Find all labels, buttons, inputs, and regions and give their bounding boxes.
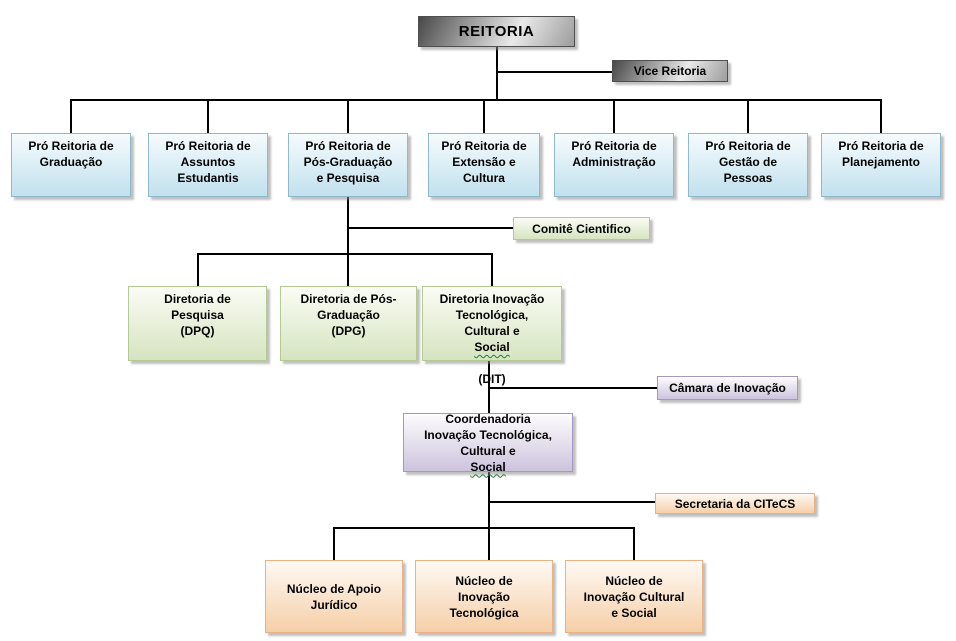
node-camara-inovacao: Câmara de Inovação: [657, 376, 798, 400]
connector-bus-pro-reitorias: [70, 99, 882, 101]
node-diretoria-pesquisa-dpq: Diretoria de Pesquisa (DPQ): [128, 286, 267, 361]
node-coordenadoria-citecs: Coordenadoria Inovação Tecnológica, Cult…: [403, 412, 573, 474]
node-secretaria-citecs: Secretaria da CITeCS: [655, 493, 815, 514]
connector-bus-nucleos: [333, 527, 635, 529]
node-diretoria-pos-graduacao-dpg: Diretoria de Pós- Graduação (DPG): [280, 286, 417, 361]
connector-coordenadoria-down: [488, 472, 490, 560]
node-pro-reitoria-graduacao: Pró Reitoria de Graduação: [11, 133, 131, 197]
node-pro-reitoria-extensao-cultura: Pró Reitoria de Extensão e Cultura: [428, 133, 540, 197]
connector-tick-planejamento: [880, 99, 882, 133]
connector-camara: [489, 387, 657, 389]
connector-tick-dpq: [197, 253, 199, 286]
node-pro-reitoria-administracao: Pró Reitoria de Administração: [554, 133, 674, 197]
node-pro-reitoria-assuntos-estudantis: Pró Reitoria de Assuntos Estudantis: [148, 133, 268, 197]
connector-pos-graduacao-down: [347, 197, 349, 286]
connector-tick-graduacao: [70, 99, 72, 133]
node-nucleo-inovacao-tecnologica: Núcleo de Inovação Tecnológica: [415, 560, 553, 633]
connector-tick-gestao: [747, 99, 749, 133]
connector-tick-pos-graduacao: [347, 99, 349, 133]
connector-tick-assuntos: [207, 99, 209, 133]
connector-tick-dit: [491, 253, 493, 286]
node-pro-reitoria-planejamento: Pró Reitoria de Planejamento: [821, 133, 941, 197]
node-vice-reitoria: Vice Reitoria: [612, 60, 728, 82]
connector-reitoria-down: [496, 47, 498, 100]
node-diretoria-inovacao-dit: Diretoria Inovação Tecnológica, Cultural…: [422, 286, 562, 386]
connector-tick-administracao: [613, 99, 615, 133]
node-pro-reitoria-pos-graduacao-pesquisa: Pró Reitoria de Pós-Graduação e Pesquisa: [288, 133, 408, 197]
connector-bus-diretorias: [197, 253, 493, 255]
node-nucleo-inovacao-cultural-social: Núcleo de Inovação Cultural e Social: [565, 560, 703, 633]
connector-tick-extensao: [483, 99, 485, 133]
connector-tick-nucleo-juridico: [333, 527, 335, 560]
connector-vice-reitoria: [497, 71, 612, 73]
node-pro-reitoria-gestao-pessoas: Pró Reitoria de Gestão de Pessoas: [688, 133, 808, 197]
connector-secretaria: [489, 501, 655, 503]
connector-comite: [348, 227, 513, 229]
connector-tick-nucleo-cultural: [633, 527, 635, 560]
node-comite-cientifico: Comitê Cientifico: [513, 217, 650, 240]
node-nucleo-apoio-juridico: Núcleo de Apoio Jurídico: [265, 560, 403, 633]
node-reitoria: REITORIA: [418, 16, 575, 47]
